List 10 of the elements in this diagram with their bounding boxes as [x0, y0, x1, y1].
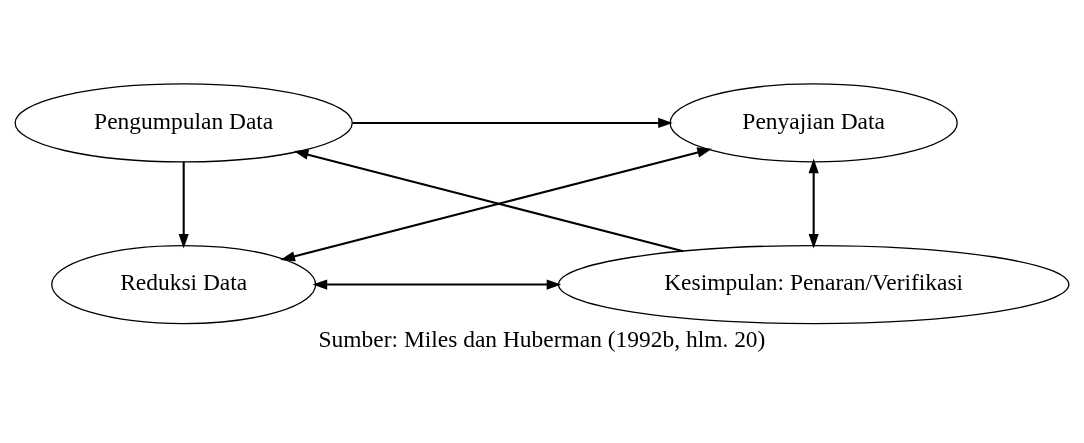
- caption: Sumber: Miles dan Huberman (1992b, hlm. 20): [318, 325, 766, 352]
- arrow: [280, 147, 712, 261]
- arrow: [352, 117, 673, 128]
- arrow: [178, 161, 189, 249]
- arrow: [312, 278, 562, 290]
- node-ellipse: Penyajian Data: [669, 82, 958, 163]
- node-ellipse: Reduksi Data: [51, 244, 317, 324]
- node-ellipse: Kesimpulan: Penaran/Verifikasi: [557, 244, 1070, 324]
- arrow: [808, 158, 819, 249]
- arrow: [293, 149, 684, 252]
